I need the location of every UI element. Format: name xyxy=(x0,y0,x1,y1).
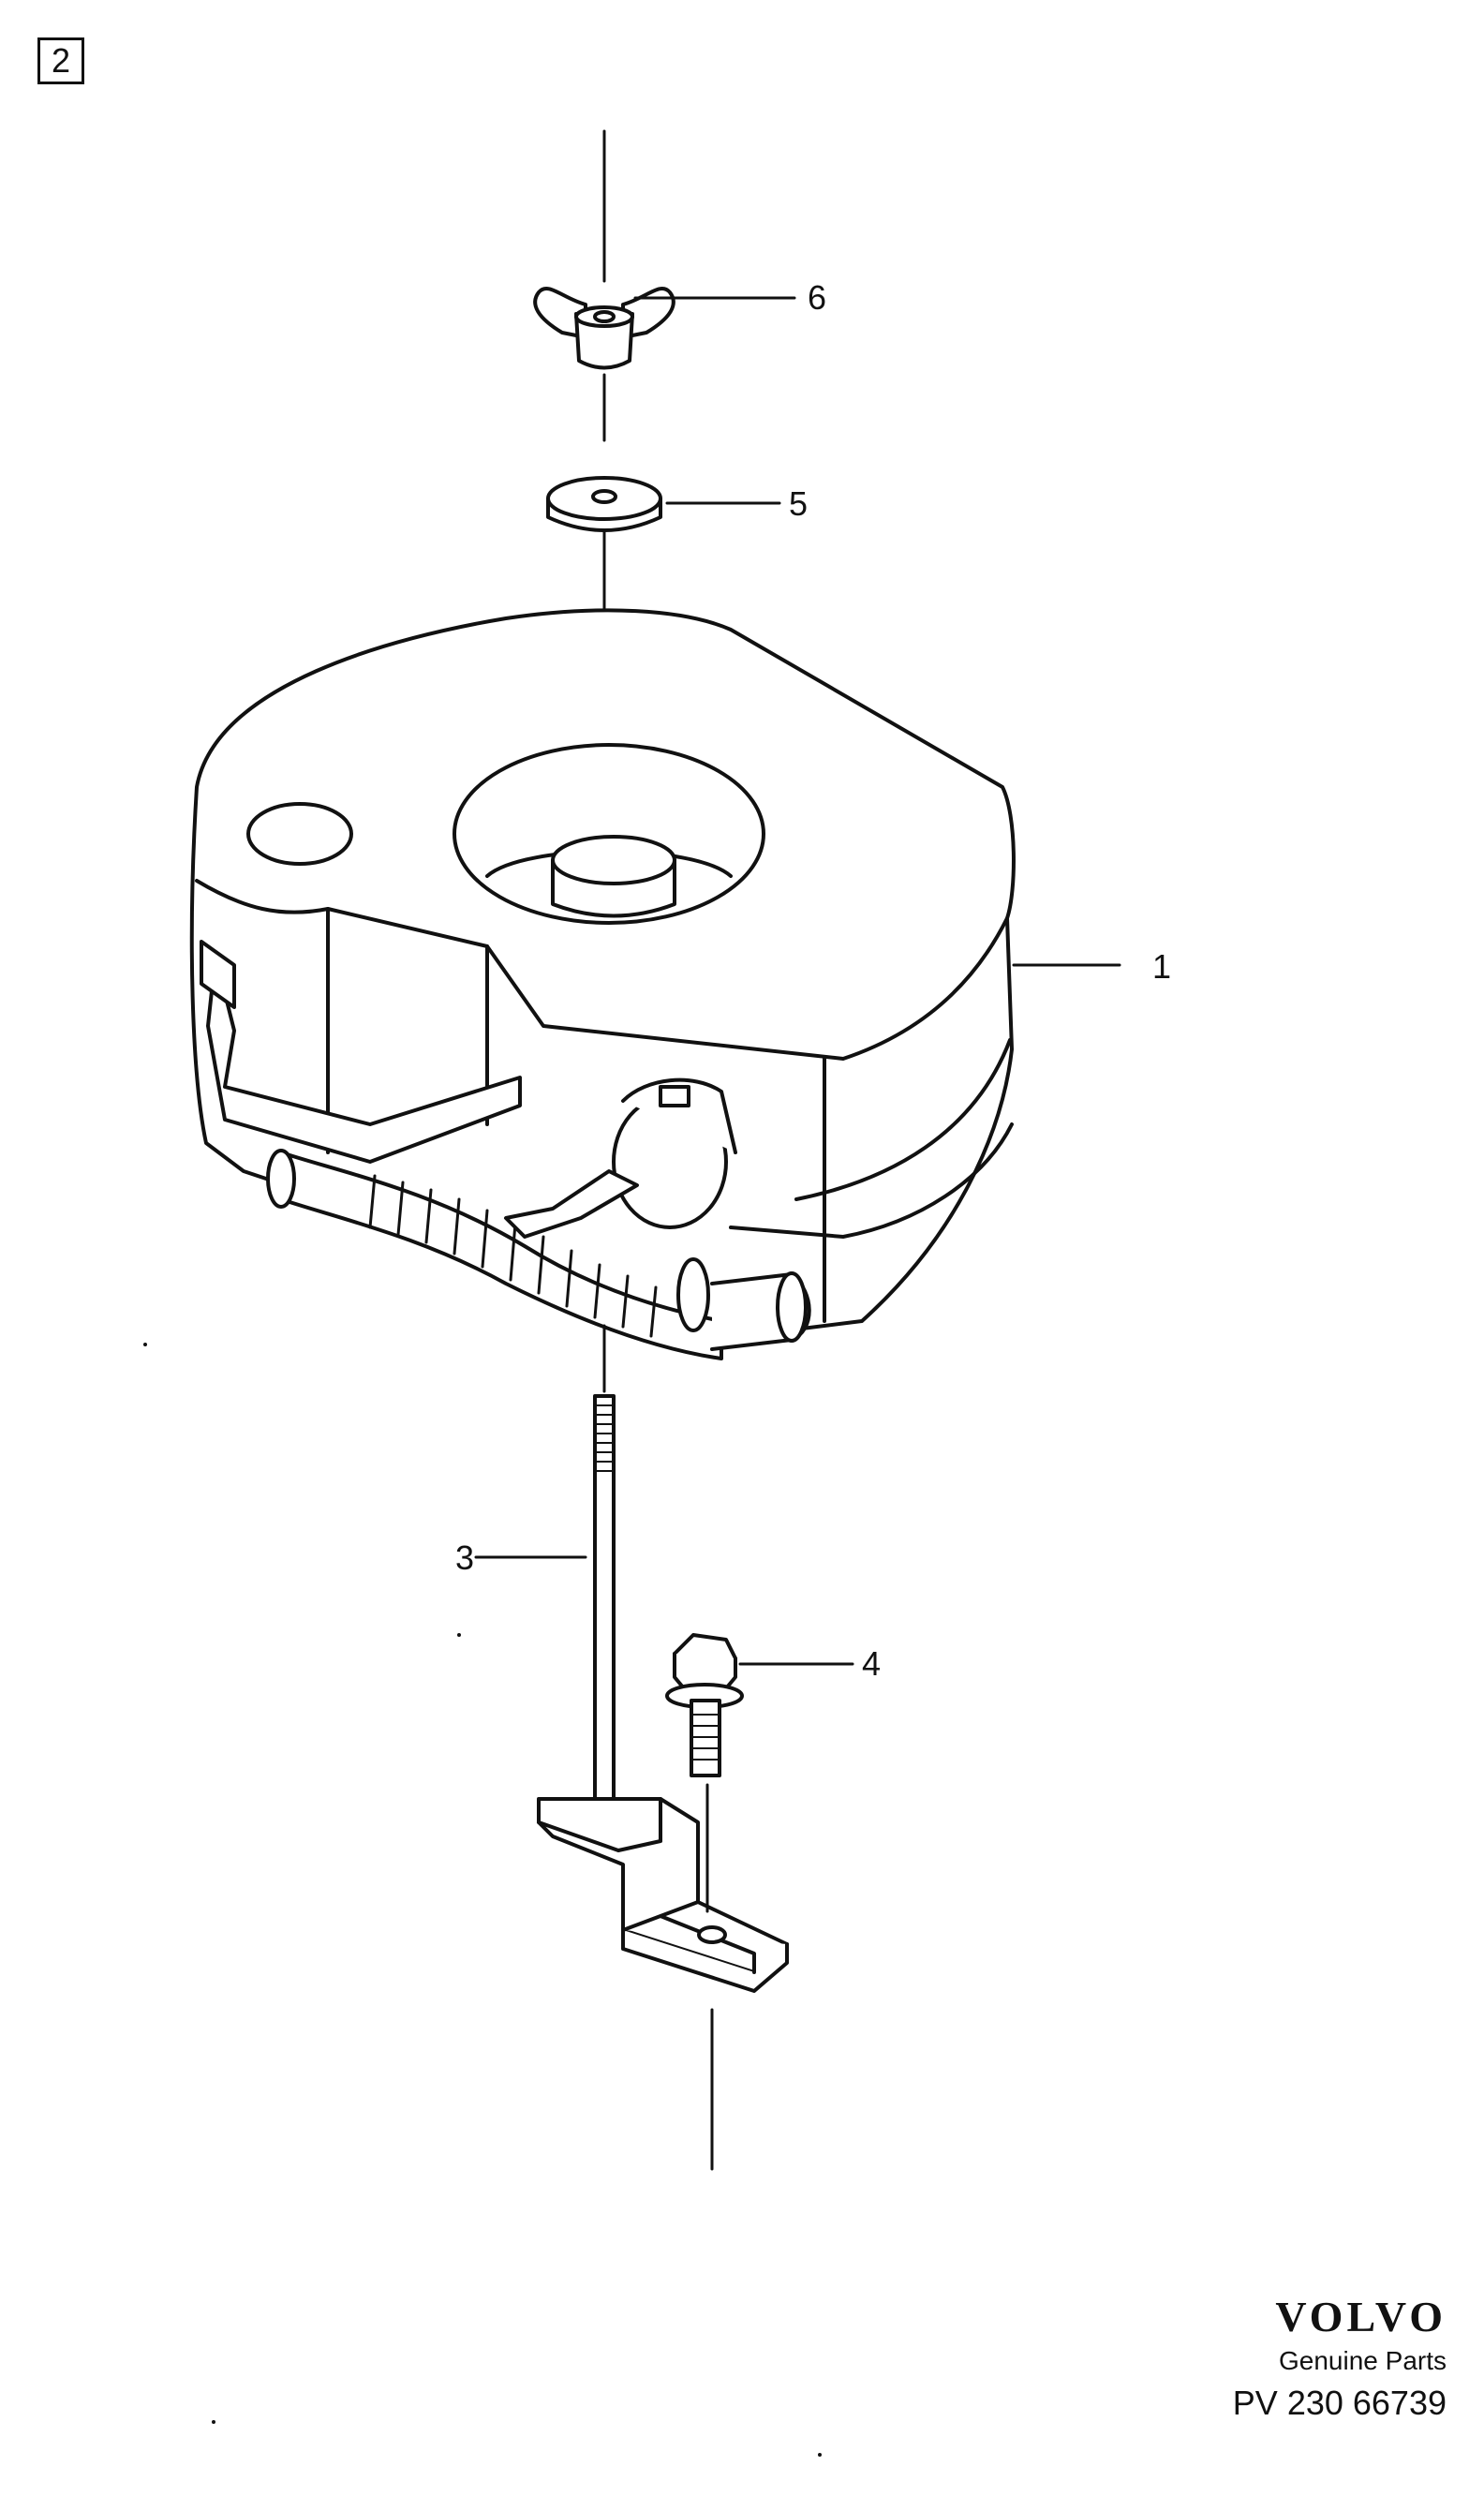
holder-oval-recess xyxy=(246,802,353,866)
mounting-bracket-icon xyxy=(537,1797,789,1993)
callout-6: 6 xyxy=(808,278,827,317)
page-number-box: 2 xyxy=(37,37,84,84)
page-number: 2 xyxy=(51,41,71,80)
volvo-logo: VOLVO xyxy=(1275,2293,1447,2340)
brand-subtitle: Genuine Parts xyxy=(1279,2346,1447,2375)
washer-icon xyxy=(546,476,662,532)
callout-4: 4 xyxy=(862,1644,882,1683)
brand-block: VOLVO Genuine Parts PV 230 66739 xyxy=(1165,2295,1447,2423)
holder-top-edge xyxy=(195,879,1009,1061)
holder-lower-seam xyxy=(729,1122,1014,1239)
callout-5: 5 xyxy=(789,484,809,523)
flange-bolt-icon xyxy=(665,1633,744,1777)
holder-hose xyxy=(279,1151,723,1360)
threaded-rod-icon xyxy=(593,1394,616,1820)
holder-well-outer xyxy=(453,743,765,925)
diagram-code: PV 230 66739 xyxy=(1232,2384,1447,2422)
wing-nut-icon xyxy=(533,287,675,370)
callout-3: 3 xyxy=(455,1538,475,1577)
callout-1: 1 xyxy=(1152,947,1172,986)
holder-hub-top xyxy=(551,835,676,885)
holder-hub-side xyxy=(551,858,676,918)
holder-strap xyxy=(206,954,522,1164)
spare-wheel-holder-icon xyxy=(189,608,1016,1360)
holder-mid-seam xyxy=(794,1038,1012,1201)
